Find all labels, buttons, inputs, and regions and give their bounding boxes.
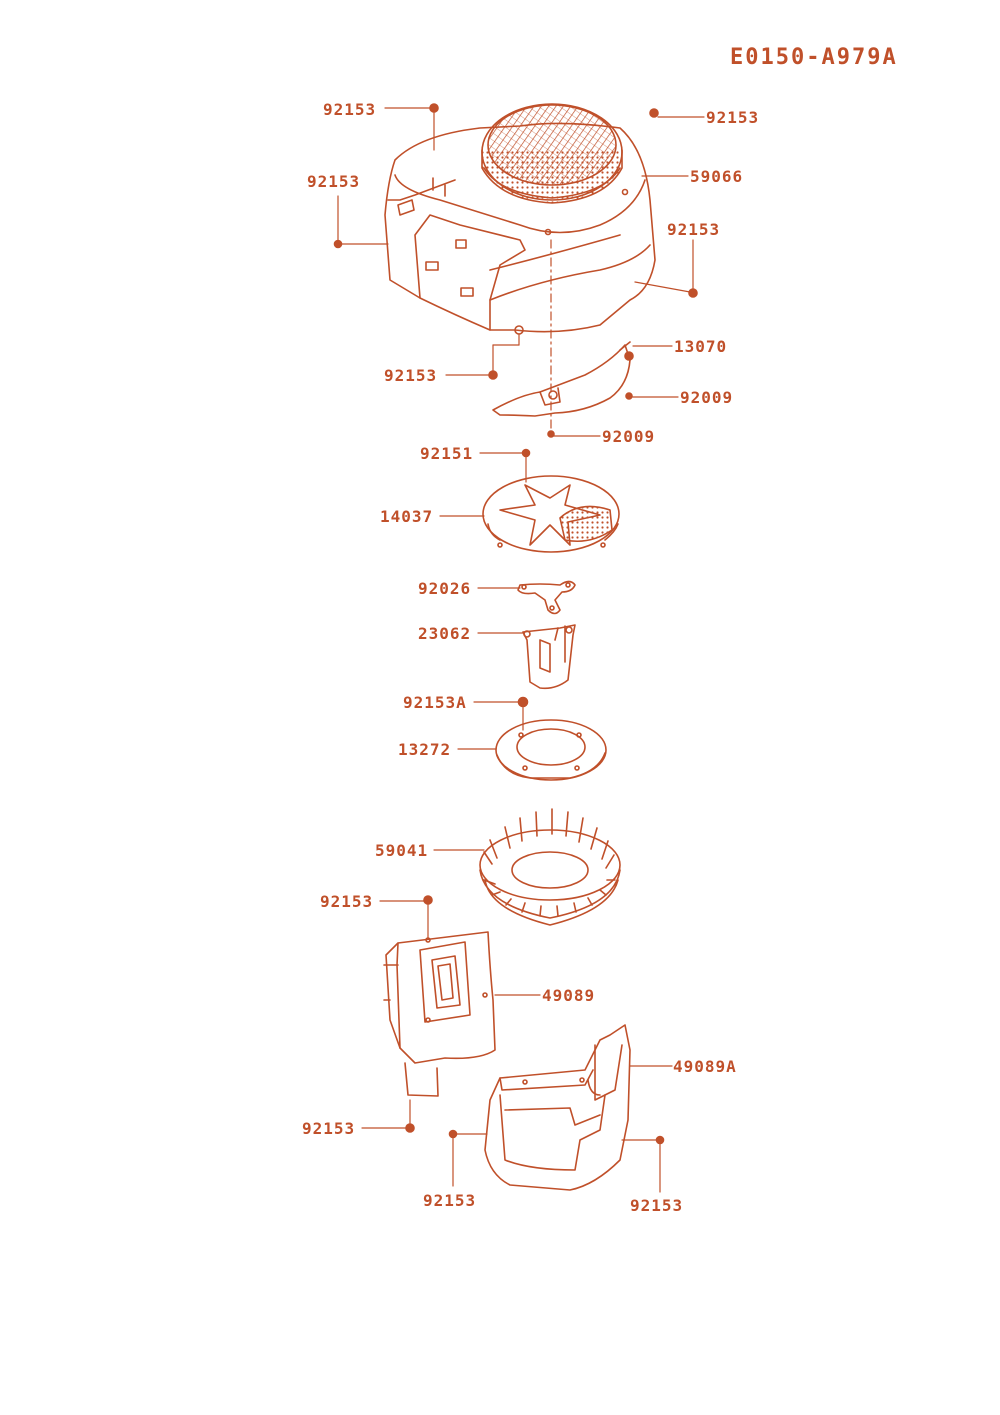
label-cup: 23062 xyxy=(418,624,471,643)
fan-blades xyxy=(483,808,616,917)
label-bolt-cover-top: 92153 xyxy=(320,892,373,911)
label-bolt-cover-bottom: 92153 xyxy=(302,1119,355,1138)
label-bolt-left: 92153 xyxy=(307,172,360,191)
diagram-code: E0150-A979A xyxy=(730,45,898,70)
label-bolt-top-right: 92153 xyxy=(706,108,759,127)
cup-bracket-part xyxy=(522,624,576,690)
ring-plate-part xyxy=(495,719,607,781)
label-bolt-bottom-housing: 92153 xyxy=(384,366,437,385)
label-ring-plate: 13272 xyxy=(398,740,451,759)
label-bolt-baffle-center: 92009 xyxy=(602,427,655,446)
label-housing: 59066 xyxy=(690,167,743,186)
label-bolt-right: 92153 xyxy=(667,220,720,239)
label-cover-a: 49089A xyxy=(673,1057,737,1076)
label-cover: 49089 xyxy=(542,986,595,1005)
screen-part xyxy=(482,475,620,553)
cover-part xyxy=(383,931,496,1097)
label-bolt-baffle-right: 92009 xyxy=(680,388,733,407)
label-bolt-cover-a-right: 92153 xyxy=(630,1196,683,1215)
label-fan: 59041 xyxy=(375,841,428,860)
label-screw-screen: 92151 xyxy=(420,444,473,463)
cover-a-part xyxy=(484,1024,631,1191)
label-plate-three-arm: 92026 xyxy=(418,579,471,598)
label-baffle: 13070 xyxy=(674,337,727,356)
label-screen: 14037 xyxy=(380,507,433,526)
leader-lines xyxy=(337,107,705,1193)
baffle-part xyxy=(492,341,631,417)
label-bolt-a: 92153A xyxy=(403,693,467,712)
label-bolt-top-left: 92153 xyxy=(323,100,376,119)
blower-housing-part xyxy=(384,103,656,335)
three-arm-plate-part xyxy=(517,580,576,615)
fan-part xyxy=(479,808,621,926)
label-bolt-cover-a-left: 92153 xyxy=(423,1191,476,1210)
